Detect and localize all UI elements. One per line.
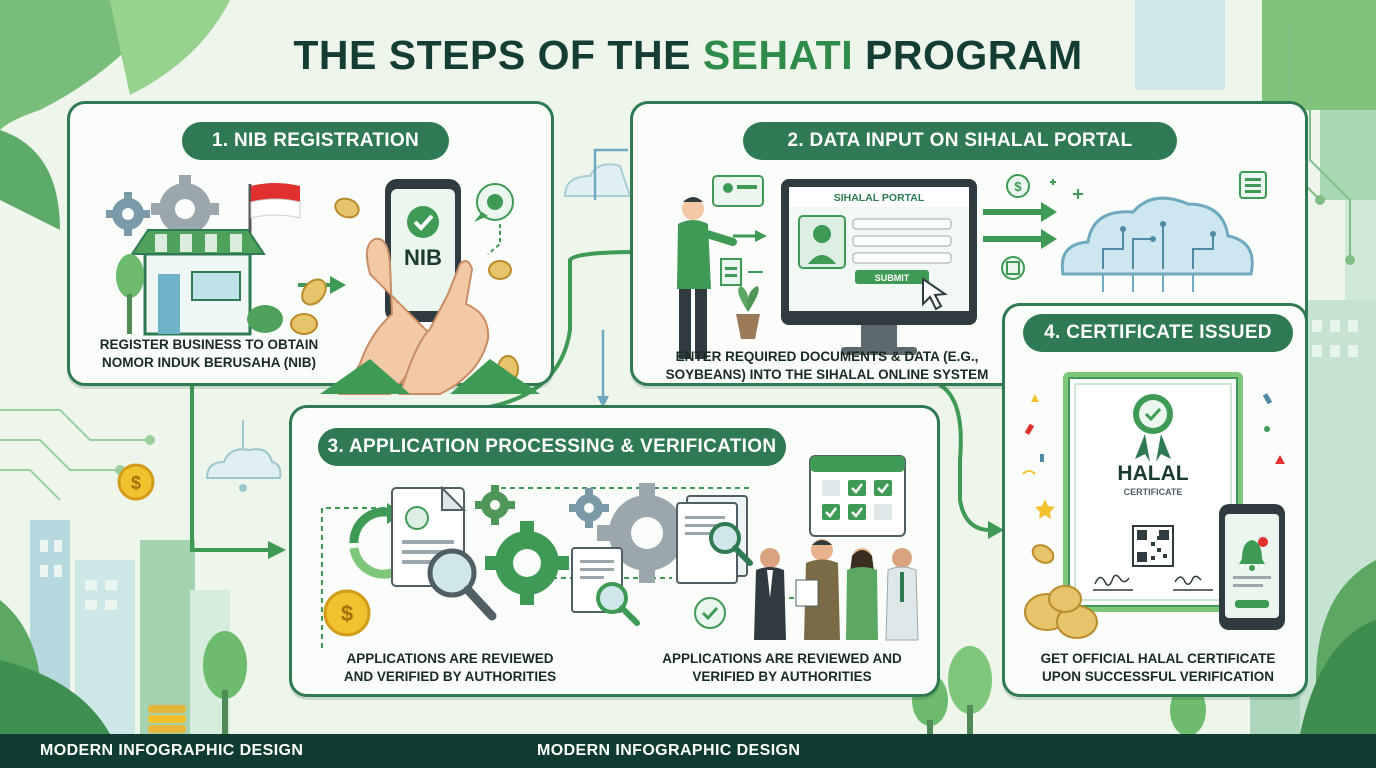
step-3-card: 3. APPLICATION PROCESSING & VERIFICATION… bbox=[289, 405, 940, 697]
phone-icon bbox=[1219, 504, 1285, 630]
step-3-caption-right-line: APPLICATIONS ARE REVIEWED AND bbox=[662, 651, 902, 666]
step-3-caption-right: APPLICATIONS ARE REVIEWED AND VERIFIED B… bbox=[642, 650, 922, 686]
gear-icon bbox=[151, 175, 219, 243]
step-3-caption-left-line: APPLICATIONS ARE REVIEWED bbox=[346, 651, 554, 666]
list-icon bbox=[1239, 171, 1267, 199]
title-suffix: PROGRAM bbox=[853, 32, 1083, 78]
cloud-icon bbox=[1060, 196, 1254, 292]
profile-card-icon bbox=[712, 175, 764, 207]
qr-code-icon bbox=[1132, 525, 1174, 567]
phone-nib-text: NIB bbox=[404, 245, 442, 270]
footer-text-center: MODERN INFOGRAPHIC DESIGN bbox=[537, 742, 801, 759]
coin-icon: $ bbox=[323, 589, 371, 637]
check-circle-icon bbox=[694, 597, 726, 629]
hand-icon bbox=[320, 237, 540, 395]
step-3-caption-left: APPLICATIONS ARE REVIEWED AND VERIFIED B… bbox=[330, 650, 570, 686]
portal-title-text: SIHALAL PORTAL bbox=[834, 192, 925, 204]
page-title: THE STEPS OF THE SEHATI PROGRAM bbox=[0, 32, 1376, 79]
indonesia-flag-icon bbox=[248, 183, 301, 242]
step-1-caption-line: NOMOR INDUK BERUSAHA (NIB) bbox=[102, 355, 316, 370]
step-4-label: 4. CERTIFICATE ISSUED bbox=[1023, 314, 1293, 352]
gear-icon bbox=[569, 488, 609, 528]
document-stack-icon bbox=[676, 495, 753, 584]
circuit-lines-left bbox=[0, 409, 155, 501]
step-3-label: 3. APPLICATION PROCESSING & VERIFICATION bbox=[318, 428, 786, 466]
monitor-icon bbox=[781, 179, 977, 355]
signature-icon bbox=[1093, 574, 1213, 591]
gear-icon bbox=[597, 483, 697, 583]
people-group-icon bbox=[754, 539, 919, 641]
step-3-caption-right-line: VERIFIED BY AUTHORITIES bbox=[692, 669, 872, 684]
shop-icon bbox=[130, 229, 266, 336]
cloud-decoration bbox=[205, 420, 282, 492]
soybean-icon bbox=[1024, 544, 1098, 639]
step-2-illustration: SIHALAL PORTAL SUBMIT $ bbox=[677, 171, 1267, 359]
arrow-icon bbox=[983, 202, 1057, 249]
step-4-caption-line: UPON SUCCESSFUL VERIFICATION bbox=[1041, 669, 1275, 684]
submit-button-text: SUBMIT bbox=[875, 273, 910, 283]
title-highlight: SEHATI bbox=[702, 32, 854, 78]
chat-bubble-icon bbox=[474, 183, 514, 280]
person-icon bbox=[677, 197, 737, 359]
city-decoration-bottom-left bbox=[0, 520, 247, 734]
step-2-caption-line: ENTER REQUIRED DOCUMENTS & DATA (E.G., bbox=[675, 349, 979, 364]
document-icon bbox=[720, 258, 742, 286]
step-3-illustration: $ bbox=[321, 455, 919, 648]
calendar-icon bbox=[809, 455, 906, 537]
step-1-caption-line: REGISTER BUSINESS TO OBTAIN bbox=[99, 337, 319, 352]
certificate-title-text: HALAL bbox=[1117, 462, 1188, 485]
step-1-card: 1. NIB REGISTRATION bbox=[67, 101, 554, 395]
step-4-illustration: HALAL CERTIFICATE bbox=[1022, 372, 1285, 639]
magnifier-icon bbox=[427, 548, 497, 621]
coin-stack-decoration bbox=[148, 705, 186, 733]
certificate-subtitle-text: CERTIFICATE bbox=[1124, 487, 1183, 497]
gear-icon bbox=[106, 192, 150, 236]
phone-icon bbox=[385, 179, 461, 322]
svg-text:$: $ bbox=[341, 601, 353, 626]
svg-text:$: $ bbox=[131, 473, 141, 493]
building-decoration-top-right bbox=[1135, 0, 1376, 300]
gear-icon bbox=[475, 485, 515, 525]
document-icon bbox=[571, 547, 640, 626]
step-4-card: 4. CERTIFICATE ISSUED HALAL CERTIFICATE bbox=[1002, 303, 1308, 697]
step-4-caption: GET OFFICIAL HALAL CERTIFICATE UPON SUCC… bbox=[1013, 650, 1303, 686]
step-4-caption-line: GET OFFICIAL HALAL CERTIFICATE bbox=[1040, 651, 1276, 666]
svg-text:$: $ bbox=[1014, 179, 1022, 194]
footer-text-left: MODERN INFOGRAPHIC DESIGN bbox=[40, 742, 304, 759]
leaf-decoration-top-left bbox=[0, 0, 230, 230]
step-1-illustration: NIB bbox=[106, 175, 540, 395]
step-2-caption-line: SOYBEANS) INTO THE SIHALAL ONLINE SYSTEM bbox=[665, 367, 989, 382]
dollar-badge-icon: $ bbox=[1006, 174, 1030, 198]
soybean-icon bbox=[290, 197, 519, 383]
step-3-caption-left-line: AND VERIFIED BY AUTHORITIES bbox=[343, 669, 557, 684]
connector-arrows bbox=[190, 250, 992, 552]
plant-icon bbox=[736, 286, 760, 339]
qr-badge-icon bbox=[1001, 256, 1025, 280]
gear-icon bbox=[485, 521, 569, 605]
footer-bar: MODERN INFOGRAPHIC DESIGN MODERN INFOGRA… bbox=[0, 734, 1376, 768]
step-1-caption: REGISTER BUSINESS TO OBTAIN NOMOR INDUK … bbox=[84, 336, 334, 372]
step-2-label: 2. DATA INPUT ON SIHALAL PORTAL bbox=[743, 122, 1177, 160]
coin-icon-decoration: $ bbox=[117, 463, 155, 501]
step-2-caption: ENTER REQUIRED DOCUMENTS & DATA (E.G., S… bbox=[643, 348, 1011, 384]
step-1-label: 1. NIB REGISTRATION bbox=[182, 122, 449, 160]
title-prefix: THE STEPS OF THE bbox=[293, 32, 703, 78]
award-ribbon-icon bbox=[1133, 394, 1173, 462]
